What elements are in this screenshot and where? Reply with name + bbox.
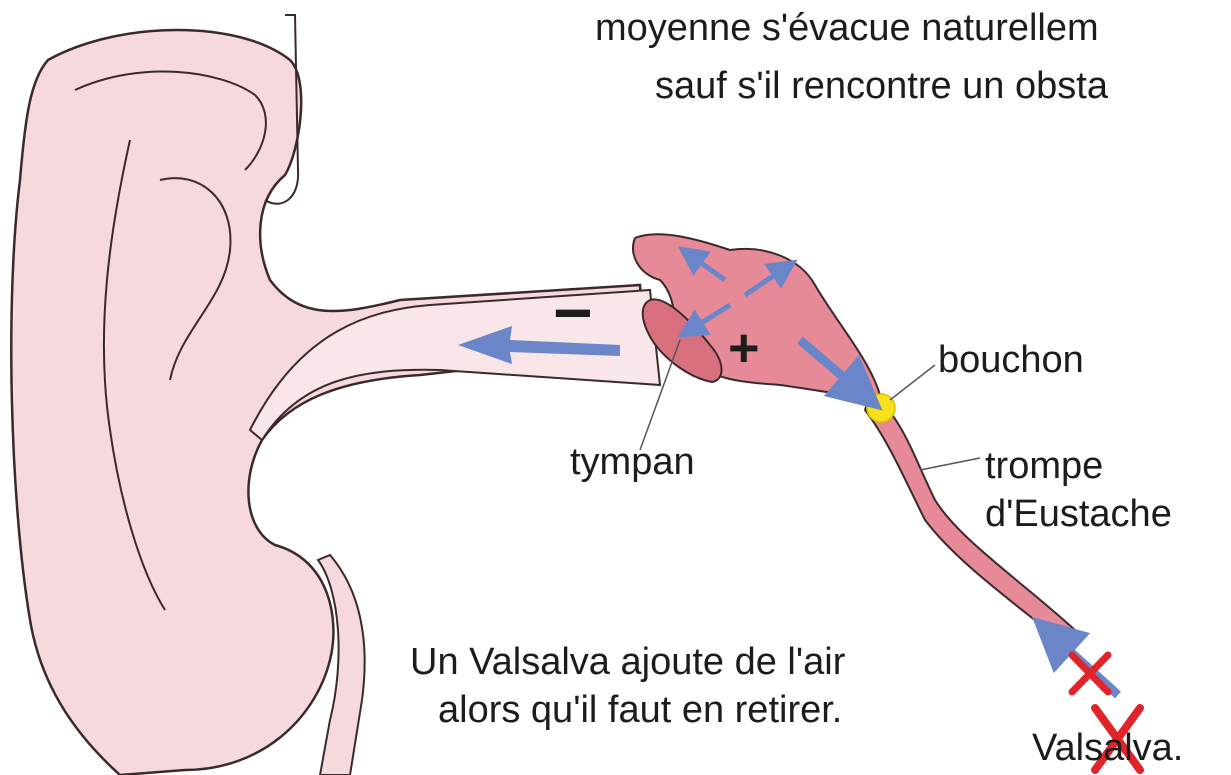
valsalva-label: Valsalva.: [1032, 726, 1183, 770]
trompe-leader: [920, 458, 980, 470]
low-pressure-sign: −: [553, 278, 593, 348]
trompe-label-line-1: trompe: [985, 444, 1103, 488]
valsalva-note-line-1: Un Valsalva ajoute de l'air: [410, 640, 845, 684]
tympan-label: tympan: [570, 440, 695, 484]
caption-line-2: sauf s'il rencontre un obsta: [655, 64, 1108, 108]
bouchon-leader: [890, 365, 935, 400]
bouchon-label: bouchon: [938, 338, 1084, 382]
valsalva-note-line-2: alors qu'il faut en retirer.: [438, 688, 842, 732]
caption-line-1: moyenne s'évacue naturellem: [595, 6, 1099, 50]
high-pressure-sign: +: [728, 318, 760, 378]
cross-icon-upper: [1072, 655, 1108, 692]
plug-marker: [867, 394, 895, 422]
trompe-label-line-2: d'Eustache: [985, 492, 1172, 536]
